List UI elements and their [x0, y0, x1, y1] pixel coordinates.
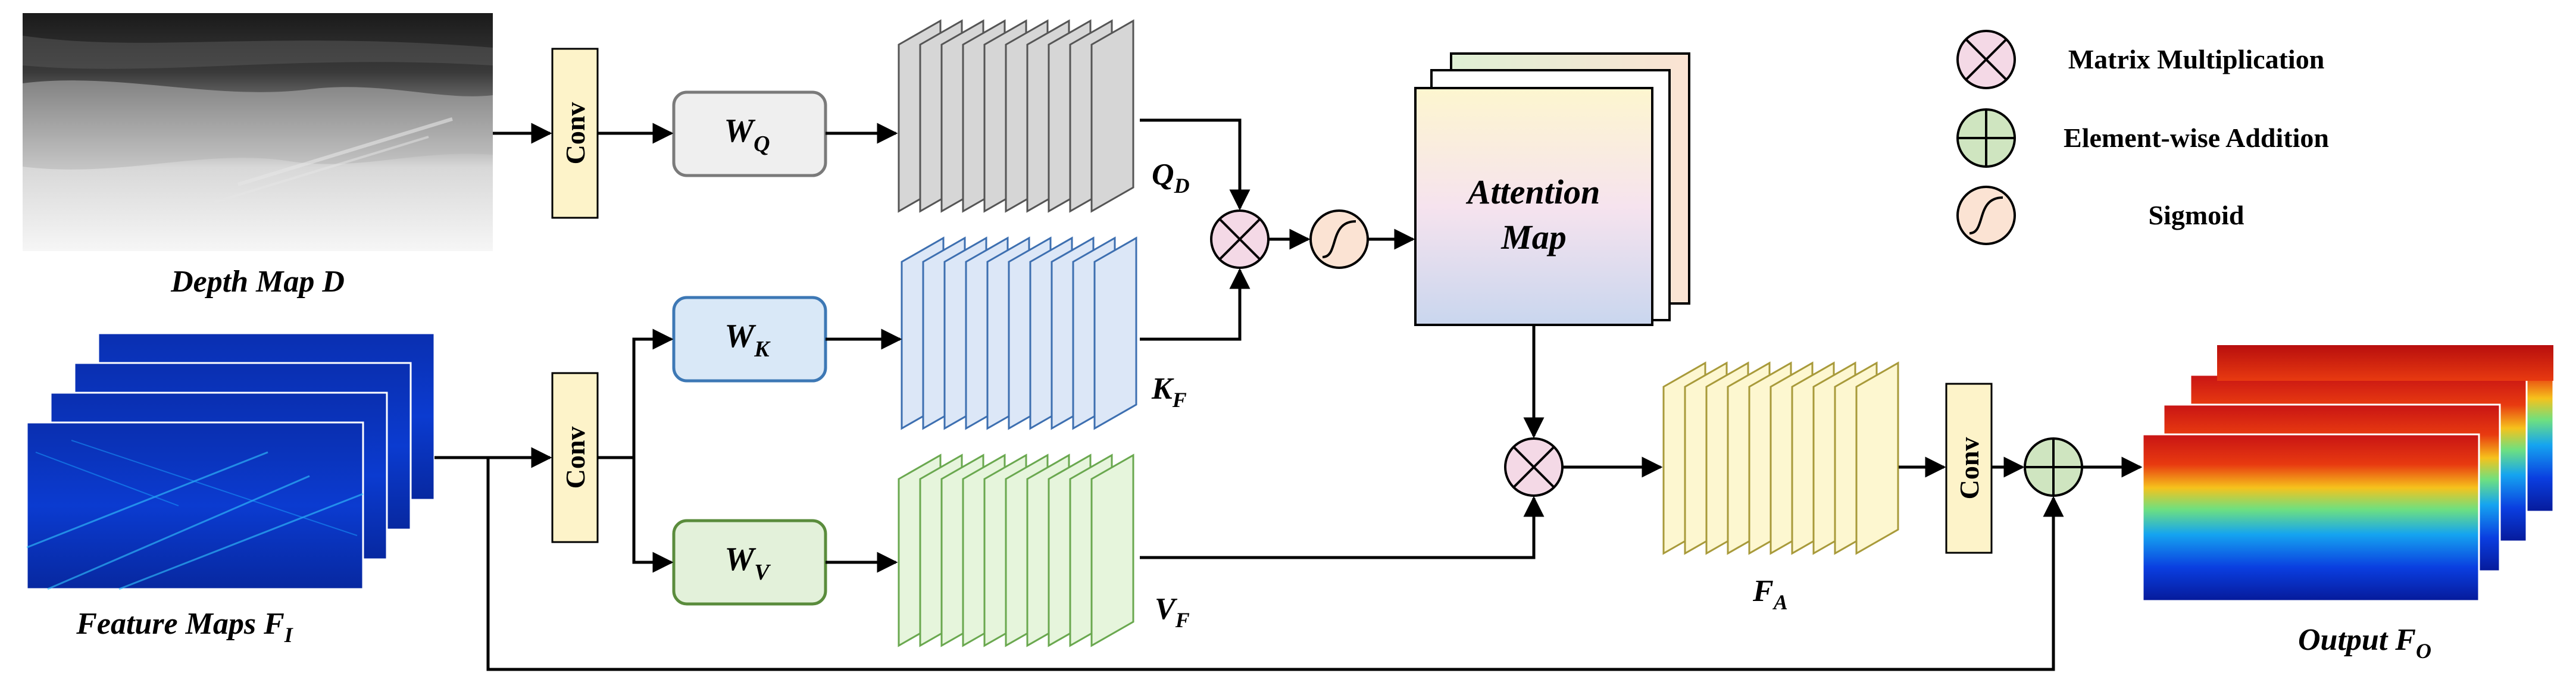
attention-map-label-line1: Attention [1466, 173, 1600, 211]
svg-text:WQ: WQ [724, 112, 770, 156]
conv-block-feature: Conv [551, 372, 599, 543]
legend: Matrix Multiplication Element-wise Addit… [1956, 30, 2329, 245]
wk-block: WK [672, 296, 827, 383]
svg-text:Conv: Conv [560, 102, 590, 165]
q-feature-stack [898, 19, 1134, 213]
matmul-operator-av [1504, 437, 1564, 497]
kf-label: KF [1151, 372, 1187, 412]
arrow-residual-skip [486, 458, 2064, 671]
wq-block: WQ [672, 90, 827, 177]
feature-maps-label: Feature Maps FI [76, 607, 294, 647]
attention-map: Attention Map [1414, 52, 1690, 326]
arrow-conv-to-wv [632, 458, 674, 573]
arrow-q-to-matmul [1140, 118, 1251, 211]
add-operator [2024, 437, 2083, 497]
attention-map-label-line2: Map [1500, 218, 1567, 256]
legend-sigmoid-icon [1956, 186, 2016, 245]
wv-block: WV [672, 519, 827, 606]
conv-block-depth: Conv [551, 48, 599, 219]
conv-block-output: Conv [1945, 383, 1993, 554]
legend-add-label: Element-wise Addition [2064, 123, 2329, 153]
output-label: Output FO [2298, 623, 2431, 663]
legend-sigmoid-label: Sigmoid [2148, 200, 2244, 230]
vf-label: VF [1155, 592, 1190, 632]
svg-text:WK: WK [724, 318, 771, 362]
depth-map-label: Depth Map D [170, 265, 345, 299]
k-feature-stack [901, 236, 1137, 430]
arrow-k-to-matmul [1140, 268, 1251, 341]
feature-maps-stack [26, 332, 436, 590]
fa-label: FA [1752, 574, 1788, 614]
q-stack-layer [1090, 19, 1134, 213]
arrow-v-to-matmul [1140, 496, 1545, 559]
legend-add-icon [1956, 108, 2016, 168]
qd-label: QD [1152, 158, 1190, 198]
matmul-operator-qk [1210, 209, 1270, 269]
legend-matmul-label: Matrix Multiplication [2068, 44, 2325, 74]
fa-stack-layer [1855, 361, 1899, 555]
depth-map-image [23, 13, 493, 251]
sigmoid-operator [1309, 209, 1369, 269]
svg-text:Conv: Conv [1954, 437, 1984, 500]
output-stack [2142, 344, 2555, 602]
fa-feature-stack [1662, 361, 1899, 555]
legend-matmul-icon [1956, 30, 2016, 89]
k-stack-layer [1093, 236, 1137, 430]
svg-text:WV: WV [724, 541, 771, 585]
svg-text:Conv: Conv [560, 427, 590, 489]
connectors [434, 118, 2143, 671]
v-feature-stack [898, 453, 1134, 647]
v-stack-layer [1090, 453, 1134, 647]
arrow-conv-to-wk [598, 328, 674, 459]
